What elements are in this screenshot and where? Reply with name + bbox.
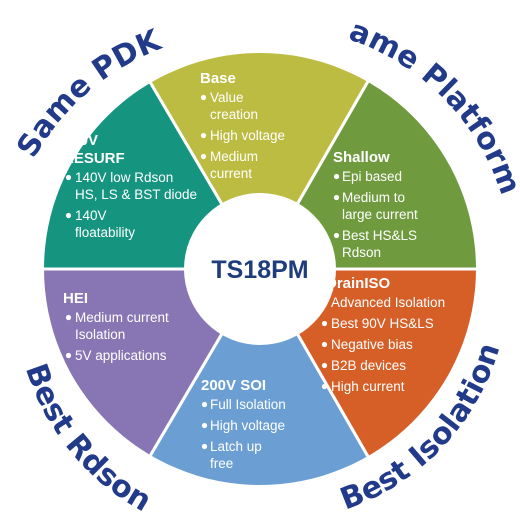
segment-title: HEI <box>63 290 88 307</box>
segment-bullet-text: Medium to <box>342 190 405 205</box>
center-hub: TS18PM <box>184 193 336 345</box>
segment-bullet-text: 5V applications <box>75 348 167 363</box>
bullet-dot-icon <box>65 352 72 359</box>
segment-bullet-text: Medium current <box>75 310 169 325</box>
segment-bullet-text: Value <box>210 90 244 105</box>
segment-bullet-text: Best HS&LS <box>342 228 417 243</box>
segment-title: RESURF <box>63 150 125 167</box>
segment-bullet-text: large current <box>342 207 418 222</box>
segment-bullet-text: High voltage <box>210 418 285 433</box>
segment-bullet-text: free <box>210 456 233 471</box>
segment-bullet-text: Rdson <box>342 245 381 260</box>
segment-bullet-text: Latch up <box>210 439 262 454</box>
bullet-dot-icon <box>333 232 340 239</box>
segment-title: 200V SOI <box>201 377 266 394</box>
bullet-dot-icon <box>200 153 207 160</box>
segment-bullet-text: High voltage <box>210 128 285 143</box>
segment-bullet-text: 140V <box>75 208 107 223</box>
segment-bullet-text: Epi based <box>342 169 402 184</box>
segment-bullet-text: HS, LS & BST diode <box>75 187 197 202</box>
segment-title: Base <box>200 70 236 87</box>
center-label: TS18PM <box>211 256 308 284</box>
segment-title: 140V <box>63 132 98 149</box>
segment-bullet-text: floatability <box>75 225 135 240</box>
segment-title: DrainISO <box>326 275 391 292</box>
center-circle <box>184 193 336 345</box>
bullet-dot-icon <box>201 401 208 408</box>
segment-bullet-text: Full Isolation <box>210 397 286 412</box>
segment-bullet-text: Best 90V HS&LS <box>331 316 434 331</box>
bullet-dot-icon <box>200 132 207 139</box>
bullet-dot-icon <box>201 422 208 429</box>
bullet-dot-icon <box>65 174 72 181</box>
bullet-dot-icon <box>65 314 72 321</box>
bullet-dot-icon <box>201 443 208 450</box>
bullet-dot-icon <box>65 212 72 219</box>
bullet-dot-icon <box>333 194 340 201</box>
wheel-segments <box>44 53 476 485</box>
bullet-dot-icon <box>321 362 328 369</box>
bullet-dot-icon <box>200 94 207 101</box>
bullet-dot-icon <box>321 341 328 348</box>
segment-bullet-text: B2B devices <box>331 358 406 373</box>
segment-bullet-text: Negative bias <box>331 337 413 352</box>
segment-bullet-text: Isolation <box>75 327 125 342</box>
segment-bullet-text: High current <box>331 379 405 394</box>
segment-title: Shallow <box>333 149 390 166</box>
segment-bullet-text: current <box>210 166 252 181</box>
bullet-dot-icon <box>321 383 328 390</box>
segment-bullet-text: creation <box>210 107 258 122</box>
segment-bullet-text: Advanced Isolation <box>331 295 445 310</box>
bullet-dot-icon <box>321 320 328 327</box>
bullet-dot-icon <box>333 173 340 180</box>
segment-bullet-text: 140V low Rdson <box>75 170 173 185</box>
segment-bullet-text: Medium <box>210 149 258 164</box>
